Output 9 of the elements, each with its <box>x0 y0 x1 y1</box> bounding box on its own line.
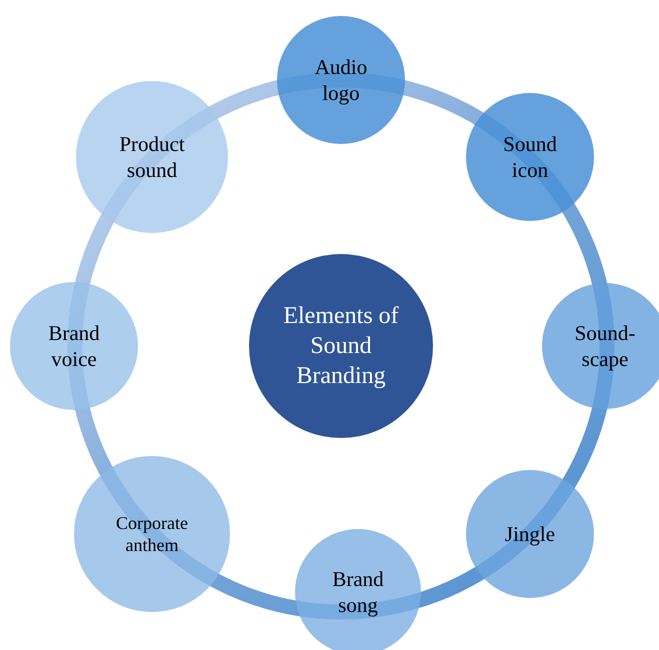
circle-label: Product sound <box>118 130 186 184</box>
circle-label: Sound-scape <box>574 320 636 372</box>
circle-label: Brand song <box>331 566 385 618</box>
circle-label: Corporate anthem <box>115 512 189 556</box>
circle-label: Brand voice <box>47 320 101 372</box>
circle-label: Jingle <box>504 520 556 548</box>
circle-label: Audio logo <box>314 54 368 106</box>
circle-label: Sound icon <box>502 130 558 184</box>
circle-label: Elements of Sound Branding <box>282 302 400 391</box>
